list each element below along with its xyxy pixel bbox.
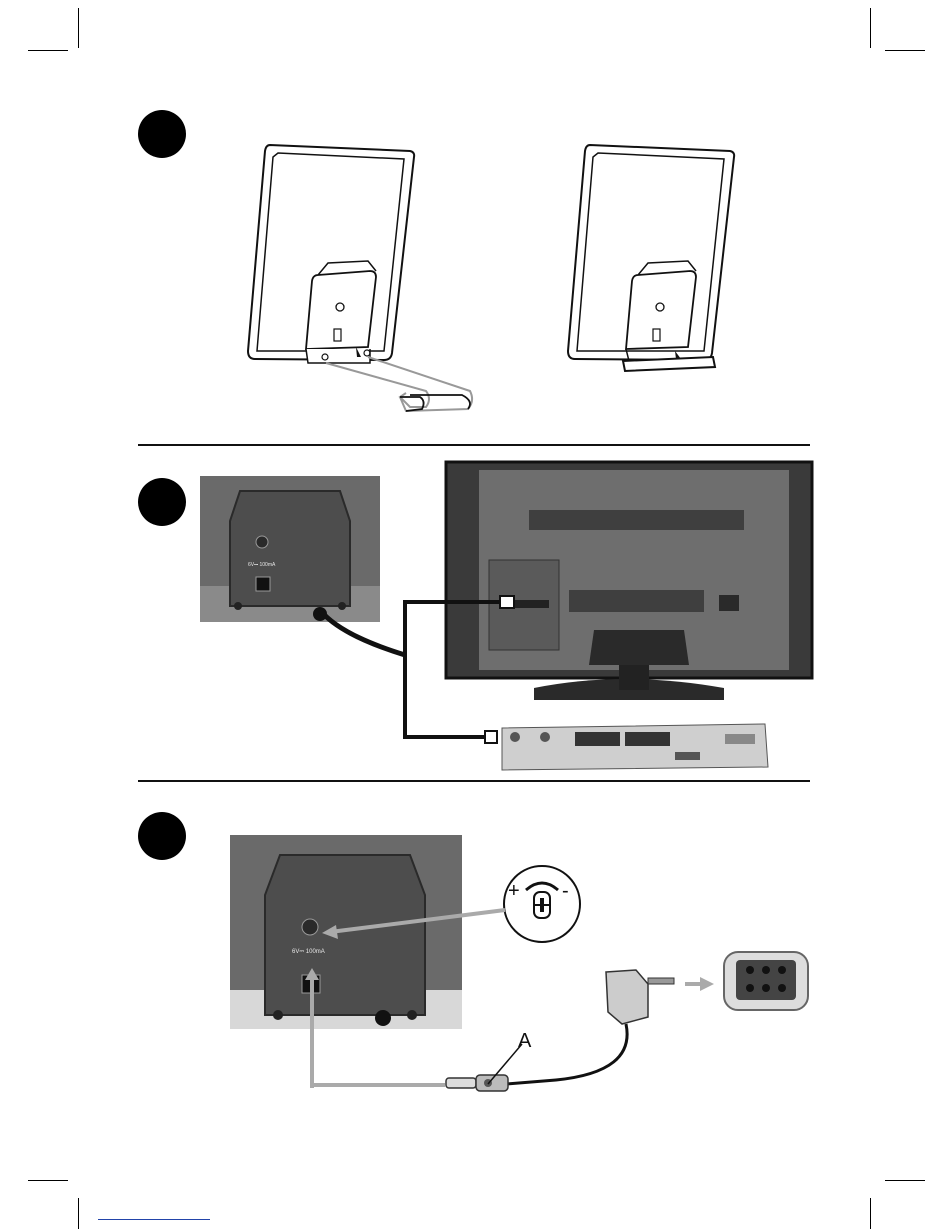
crop-mark [78, 1198, 79, 1229]
crop-mark [885, 50, 925, 51]
section-divider [138, 444, 810, 446]
callout-label-a: A [518, 1030, 531, 1053]
crop-mark [78, 8, 79, 48]
crop-mark [28, 50, 68, 51]
footer-rule [98, 1219, 210, 1220]
crop-mark [28, 1180, 68, 1181]
section-divider [138, 780, 810, 782]
antenna-stand-attached-illustration [545, 135, 745, 395]
coax-cable-path [300, 590, 520, 750]
wall-socket-icon [722, 950, 810, 1012]
antenna-stand-attach-illustration [230, 135, 500, 420]
step-3-marker [138, 812, 186, 860]
crop-mark [870, 1198, 871, 1229]
crop-mark [870, 8, 871, 48]
step-2-marker [138, 478, 186, 526]
crop-mark [885, 1180, 925, 1181]
step-1-marker [138, 110, 186, 158]
receiver-rear-photo [500, 722, 770, 772]
power-jack-label: 6V⎓ 100mA [248, 562, 275, 568]
